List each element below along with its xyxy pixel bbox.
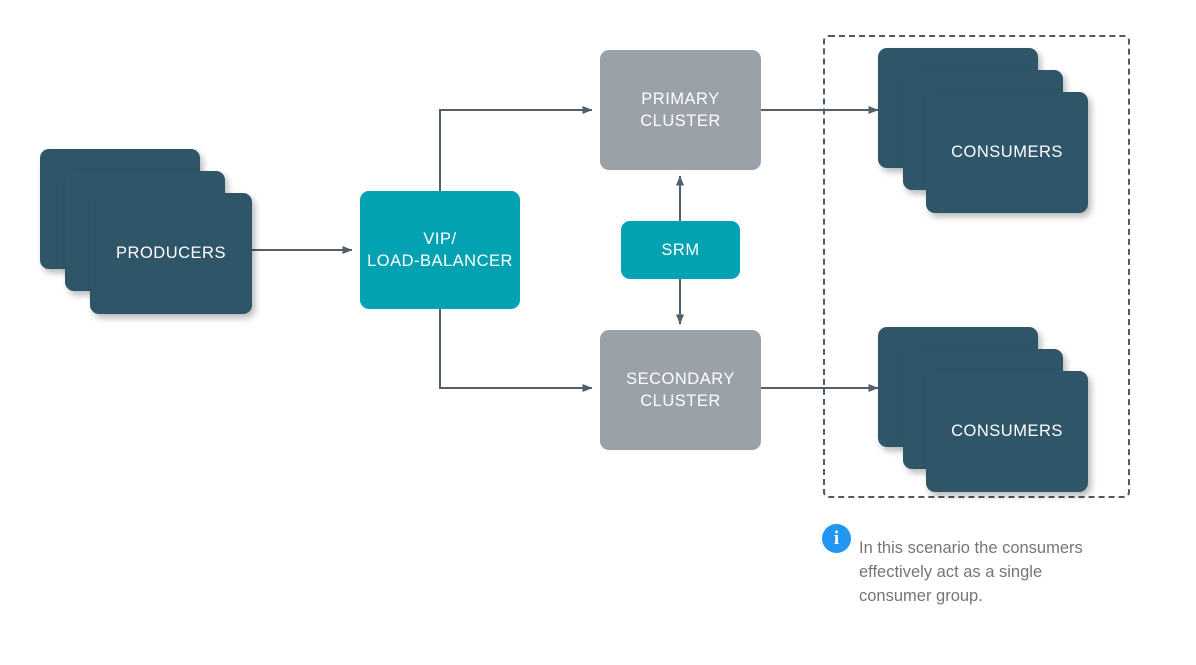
consumers-bottom-label: CONSUMERS [951,422,1063,440]
edge-vip-to-secondary [439,309,593,392]
primary-cluster-node[interactable]: PRIMARY CLUSTER [600,50,761,170]
consumers-top-stack[interactable]: CONSUMERS [878,48,1090,213]
info-note-text: In this scenario the consumers effective… [859,539,1083,605]
info-note: i In this scenario the consumers effecti… [822,524,1142,608]
edge-vip-to-primary [439,106,593,191]
consumers-bottom-stack[interactable]: CONSUMERS [878,327,1090,492]
secondary-cluster-node[interactable]: SECONDARY CLUSTER [600,330,761,450]
consumers-bottom-card-front: CONSUMERS [926,371,1088,492]
srm-label: SRM [661,241,700,259]
producers-card-front: PRODUCERS [90,193,252,314]
producers-label: PRODUCERS [116,244,226,262]
vip-load-balancer-node[interactable]: VIP/ LOAD-BALANCER [360,191,520,309]
consumers-top-label: CONSUMERS [951,143,1063,161]
srm-node[interactable]: SRM [621,221,740,279]
secondary-cluster-label: SECONDARY CLUSTER [626,370,735,410]
vip-load-balancer-label: VIP/ LOAD-BALANCER [367,230,513,270]
consumer-group-region [823,35,1130,498]
primary-cluster-label: PRIMARY CLUSTER [640,90,721,130]
info-icon: i [822,524,851,553]
producers-stack[interactable]: PRODUCERS [40,149,252,314]
consumers-top-card-front: CONSUMERS [926,92,1088,213]
